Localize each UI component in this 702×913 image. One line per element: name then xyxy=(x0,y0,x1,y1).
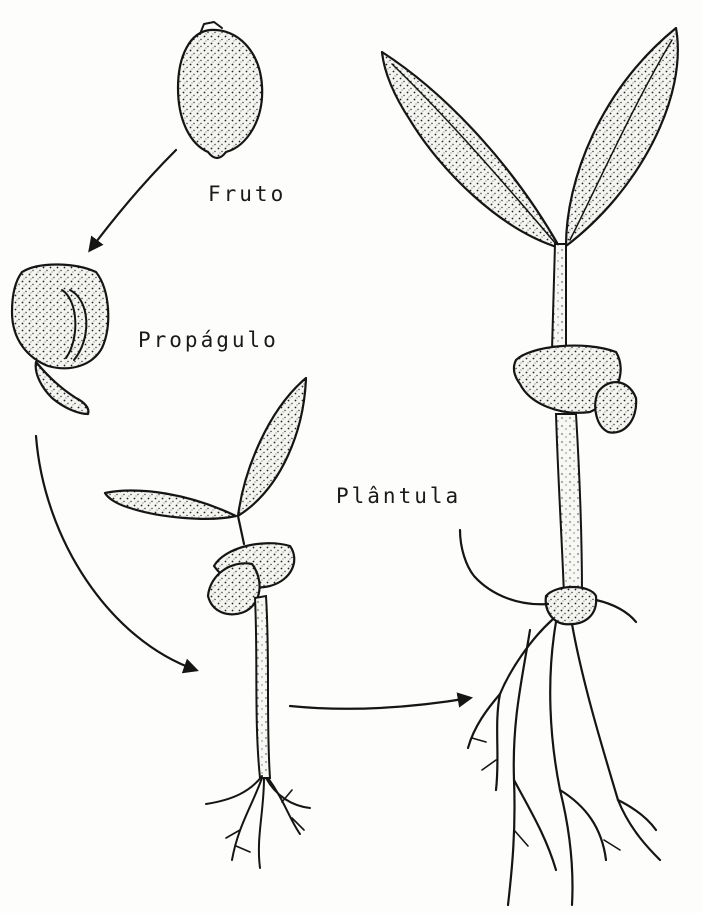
arrow-young-to-mature-seedling xyxy=(290,698,470,709)
arrow-fruit-to-propagule xyxy=(90,150,176,250)
label-fruto: Fruto xyxy=(208,184,286,205)
fruit-drawing xyxy=(178,22,262,158)
label-plantula: Plântula xyxy=(336,486,461,507)
young-seedling-drawing xyxy=(105,378,310,868)
mature-seedling-drawing xyxy=(382,28,678,905)
arrow-propagule-to-young-seedling xyxy=(36,436,196,670)
label-propagulo: Propágulo xyxy=(138,330,279,351)
propagule-drawing xyxy=(12,265,108,415)
